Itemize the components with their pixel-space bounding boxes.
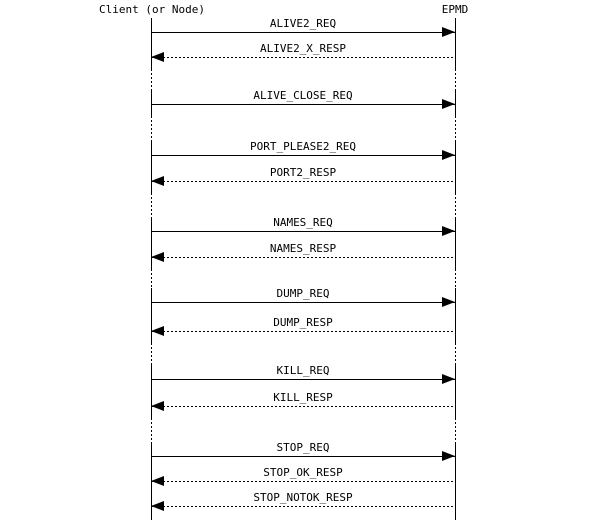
arrowhead-left-icon <box>151 52 164 62</box>
participant-label-client: Client (or Node) <box>99 3 205 16</box>
lifeline-client-dotted-segment <box>151 116 152 141</box>
message-label-dump-resp: DUMP_RESP <box>273 316 333 329</box>
lifeline-epmd-solid-segment <box>455 90 456 116</box>
lifeline-epmd-dotted-segment <box>455 69 456 90</box>
message-label-stop-ok-resp: STOP_OK_RESP <box>263 466 343 479</box>
arrowhead-right-icon <box>442 99 455 109</box>
lifeline-epmd-dotted-segment <box>455 193 456 217</box>
message-label-dump-req: DUMP_REQ <box>276 287 330 300</box>
lifeline-client-solid-segment <box>151 288 152 343</box>
arrowhead-right-icon <box>442 150 455 160</box>
lifeline-client-solid-segment <box>151 90 152 116</box>
lifeline-client-solid-segment <box>151 217 152 269</box>
message-line-alive-close-req <box>151 104 455 105</box>
message-line-port2-resp <box>151 181 455 182</box>
arrowhead-right-icon <box>442 297 455 307</box>
message-label-names-resp: NAMES_RESP <box>269 242 337 255</box>
arrowhead-right-icon <box>442 226 455 236</box>
arrowhead-right-icon <box>442 27 455 37</box>
message-line-names-resp <box>151 257 455 258</box>
lifeline-epmd-dotted-segment <box>455 116 456 141</box>
message-label-stop-notok-resp: STOP_NOTOK_RESP <box>253 491 353 504</box>
arrowhead-left-icon <box>151 326 164 336</box>
message-line-kill-resp <box>151 406 455 407</box>
message-line-alive2-req <box>151 32 455 33</box>
message-line-dump-resp <box>151 331 455 332</box>
lifeline-epmd-dotted-segment <box>455 418 456 442</box>
lifeline-epmd-dotted-segment <box>455 269 456 288</box>
message-line-names-req <box>151 231 455 232</box>
lifeline-epmd-solid-segment <box>455 288 456 343</box>
message-line-stop-notok-resp <box>151 506 455 507</box>
message-label-kill-req: KILL_REQ <box>276 364 330 377</box>
lifeline-client-dotted-segment <box>151 418 152 442</box>
lifeline-epmd-solid-segment <box>455 141 456 193</box>
message-line-stop-req <box>151 456 455 457</box>
arrowhead-right-icon <box>442 451 455 461</box>
message-label-alive2-x-resp: ALIVE2_X_RESP <box>259 42 347 55</box>
message-label-alive2-req: ALIVE2_REQ <box>269 17 337 30</box>
participant-label-epmd: EPMD <box>441 3 469 16</box>
lifeline-client-dotted-segment <box>151 193 152 217</box>
lifeline-client-dotted-segment <box>151 269 152 288</box>
arrowhead-right-icon <box>442 374 455 384</box>
lifeline-client-dotted-segment <box>151 69 152 90</box>
message-line-port-please2-req <box>151 155 455 156</box>
message-line-stop-ok-resp <box>151 481 455 482</box>
arrowhead-left-icon <box>151 176 164 186</box>
lifeline-epmd-solid-segment <box>455 217 456 269</box>
message-line-dump-req <box>151 302 455 303</box>
lifeline-epmd-solid-segment <box>455 18 456 69</box>
lifeline-epmd-solid-segment <box>455 365 456 418</box>
arrowhead-left-icon <box>151 401 164 411</box>
message-line-kill-req <box>151 379 455 380</box>
message-label-stop-req: STOP_REQ <box>276 441 330 454</box>
lifeline-client-dotted-segment <box>151 343 152 365</box>
lifeline-epmd-dotted-segment <box>455 343 456 365</box>
lifeline-epmd-solid-segment <box>455 442 456 520</box>
lifeline-client-solid-segment <box>151 18 152 69</box>
arrowhead-left-icon <box>151 476 164 486</box>
message-label-port-please2-req: PORT_PLEASE2_REQ <box>250 140 356 153</box>
message-label-kill-resp: KILL_RESP <box>273 391 333 404</box>
message-label-port2-resp: PORT2_RESP <box>269 166 337 179</box>
arrowhead-left-icon <box>151 252 164 262</box>
lifeline-client-solid-segment <box>151 365 152 418</box>
arrowhead-left-icon <box>151 501 164 511</box>
message-line-alive2-x-resp <box>151 57 455 58</box>
lifeline-client-solid-segment <box>151 141 152 193</box>
message-label-alive-close-req: ALIVE_CLOSE_REQ <box>253 89 353 102</box>
message-label-names-req: NAMES_REQ <box>273 216 333 229</box>
